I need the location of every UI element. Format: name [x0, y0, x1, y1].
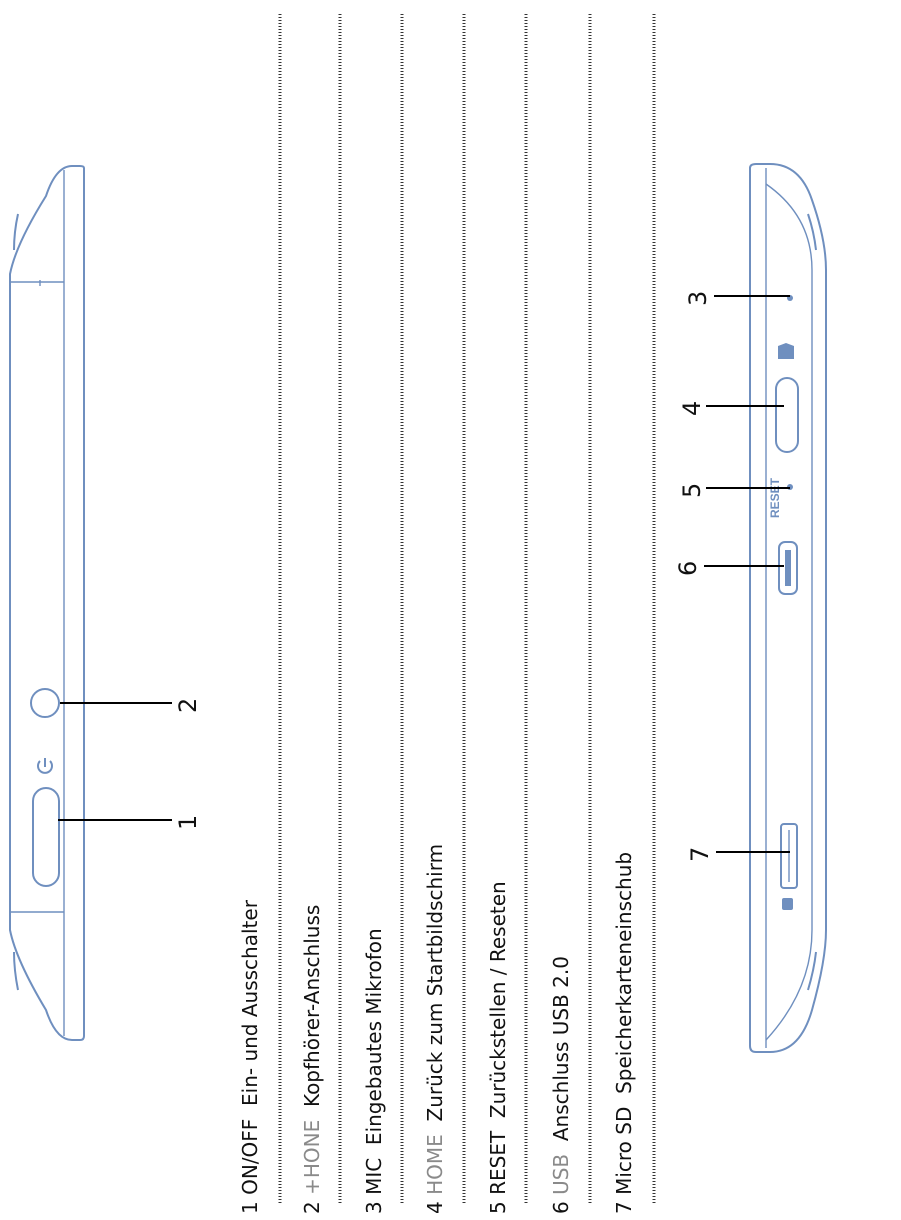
headphone-jack	[30, 688, 60, 718]
legend-item-3: 3 MIC Eingebautes Mikrofon	[360, 928, 388, 1214]
legend-desc: Zurück zum Startbildschirm	[423, 843, 447, 1122]
callout-2: 2	[174, 698, 202, 713]
callout-3: 3	[684, 291, 712, 306]
legend-num: 2	[300, 1201, 324, 1214]
legend-num: 6	[549, 1201, 573, 1214]
legend-code: USB	[549, 1153, 573, 1195]
legend-code: +HONE	[300, 1119, 324, 1195]
legend-num: 7	[612, 1201, 636, 1214]
home-button-slot	[775, 377, 799, 453]
power-button-slot	[32, 787, 60, 887]
legend-desc: Zurückstellen / Reseten	[486, 881, 510, 1119]
legend-num: 4	[423, 1201, 447, 1214]
legend-desc: Speicherkarteneinschub	[612, 851, 636, 1094]
legend-desc: Anschluss USB 2.0	[549, 956, 573, 1142]
legend-item-2: 2 +HONE Kopfhörer-Anschluss	[298, 905, 326, 1214]
legend-num: 5	[486, 1201, 510, 1214]
usb-port	[778, 541, 798, 595]
microsd-slot	[780, 823, 798, 889]
legend-code: RESET	[486, 1130, 510, 1195]
legend-desc: Ein- und Ausschalter	[238, 900, 262, 1106]
legend-code: ON/OFF	[238, 1118, 262, 1195]
callout-1: 1	[174, 815, 202, 830]
device-right-edge: RESET	[749, 163, 827, 1053]
home-icon	[778, 343, 794, 359]
callout-7: 7	[686, 847, 714, 862]
power-icon	[37, 758, 53, 774]
legend-num: 1	[238, 1201, 262, 1214]
legend-code: MIC	[362, 1157, 386, 1195]
legend-item-1: 1 ON/OFF Ein- und Ausschalter	[236, 900, 264, 1214]
usb-port-inner	[785, 550, 791, 586]
legend-item-4: 4 HOME Zurück zum Startbildschirm	[421, 844, 449, 1214]
callout-5: 5	[678, 483, 706, 498]
legend-item-6: 6 USB Anschluss USB 2.0	[547, 956, 575, 1214]
legend-desc: Kopfhörer-Anschluss	[300, 904, 324, 1108]
sd-card-icon	[782, 898, 793, 910]
legend-code: HOME	[423, 1134, 447, 1195]
reset-device-label: RESET	[768, 477, 782, 518]
callout-6: 6	[674, 561, 702, 576]
legend-item-5: 5 RESET Zurückstellen / Reseten	[484, 881, 512, 1214]
legend-desc: Eingebautes Mikrofon	[362, 928, 386, 1146]
callout-numbers: 1 2 3 4 5 6 7	[174, 291, 714, 862]
legend-code: Micro SD	[612, 1106, 636, 1195]
callout-4: 4	[678, 401, 706, 416]
device-left-edge	[9, 165, 85, 1041]
legend-item-7: 7 Micro SD Speicherkarteneinschub	[610, 852, 638, 1214]
leader-lines	[58, 295, 790, 853]
legend-separators	[278, 14, 656, 1205]
legend-num: 3	[362, 1201, 386, 1214]
